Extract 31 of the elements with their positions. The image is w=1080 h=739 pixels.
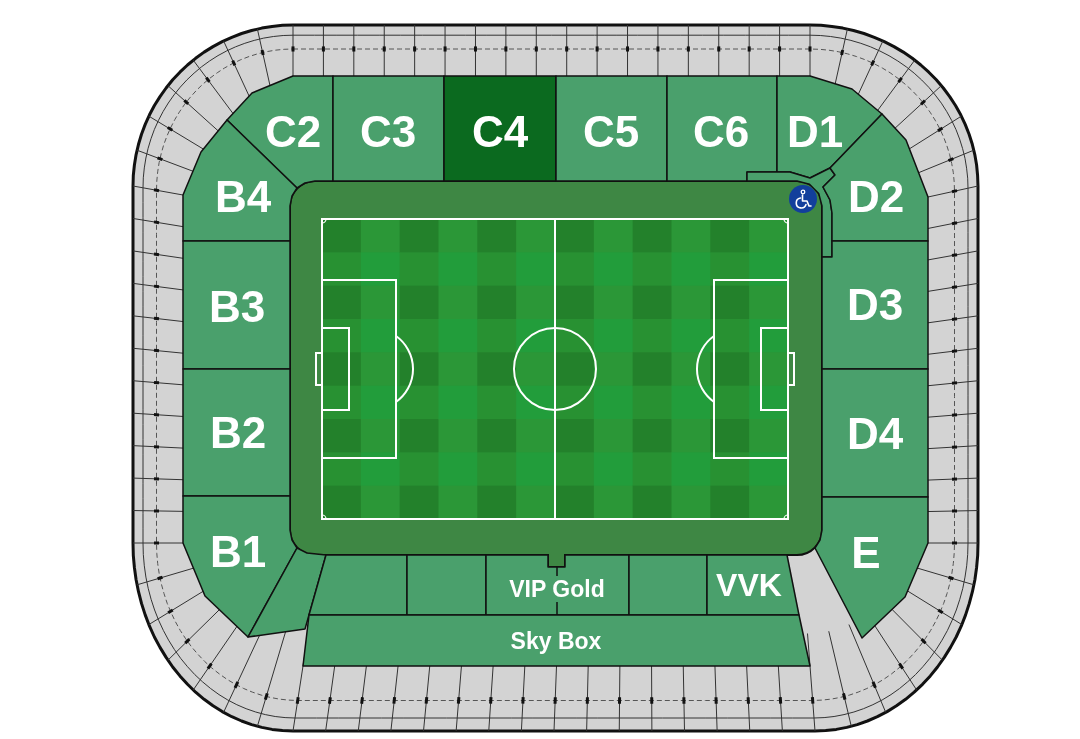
section-label: C4: [471, 110, 529, 154]
section-label: C3: [359, 110, 417, 154]
seating-section: [333, 76, 444, 181]
section-label: D1: [786, 110, 844, 154]
section-label: C6: [692, 110, 750, 154]
section-label: C2: [264, 110, 322, 154]
seating-section: [407, 555, 486, 615]
seating-section: [183, 369, 290, 496]
seating-section: [822, 369, 928, 497]
seating-section: [556, 76, 667, 181]
seating-section: [707, 555, 799, 615]
seating-section: [444, 76, 556, 181]
section-label: VIP Gold: [509, 577, 605, 601]
section-label: B3: [208, 285, 266, 329]
seating-section: [486, 555, 629, 615]
seating-section: [822, 241, 928, 369]
seating-section: [815, 497, 928, 638]
section-label: D4: [846, 412, 904, 456]
section-label: B1: [209, 530, 267, 574]
section-label: Sky Box: [510, 629, 602, 653]
section-label: C5: [582, 110, 640, 154]
access-walkway: [747, 168, 835, 257]
section-label: VVK: [716, 569, 782, 601]
section-label: B4: [214, 175, 272, 219]
section-label: E: [851, 531, 881, 575]
section-label: B2: [209, 411, 267, 455]
seating-section: [667, 76, 777, 181]
seating-section: [183, 241, 290, 369]
seating-section: [629, 555, 707, 615]
section-label: D3: [846, 283, 904, 327]
section-label: D2: [847, 175, 905, 219]
